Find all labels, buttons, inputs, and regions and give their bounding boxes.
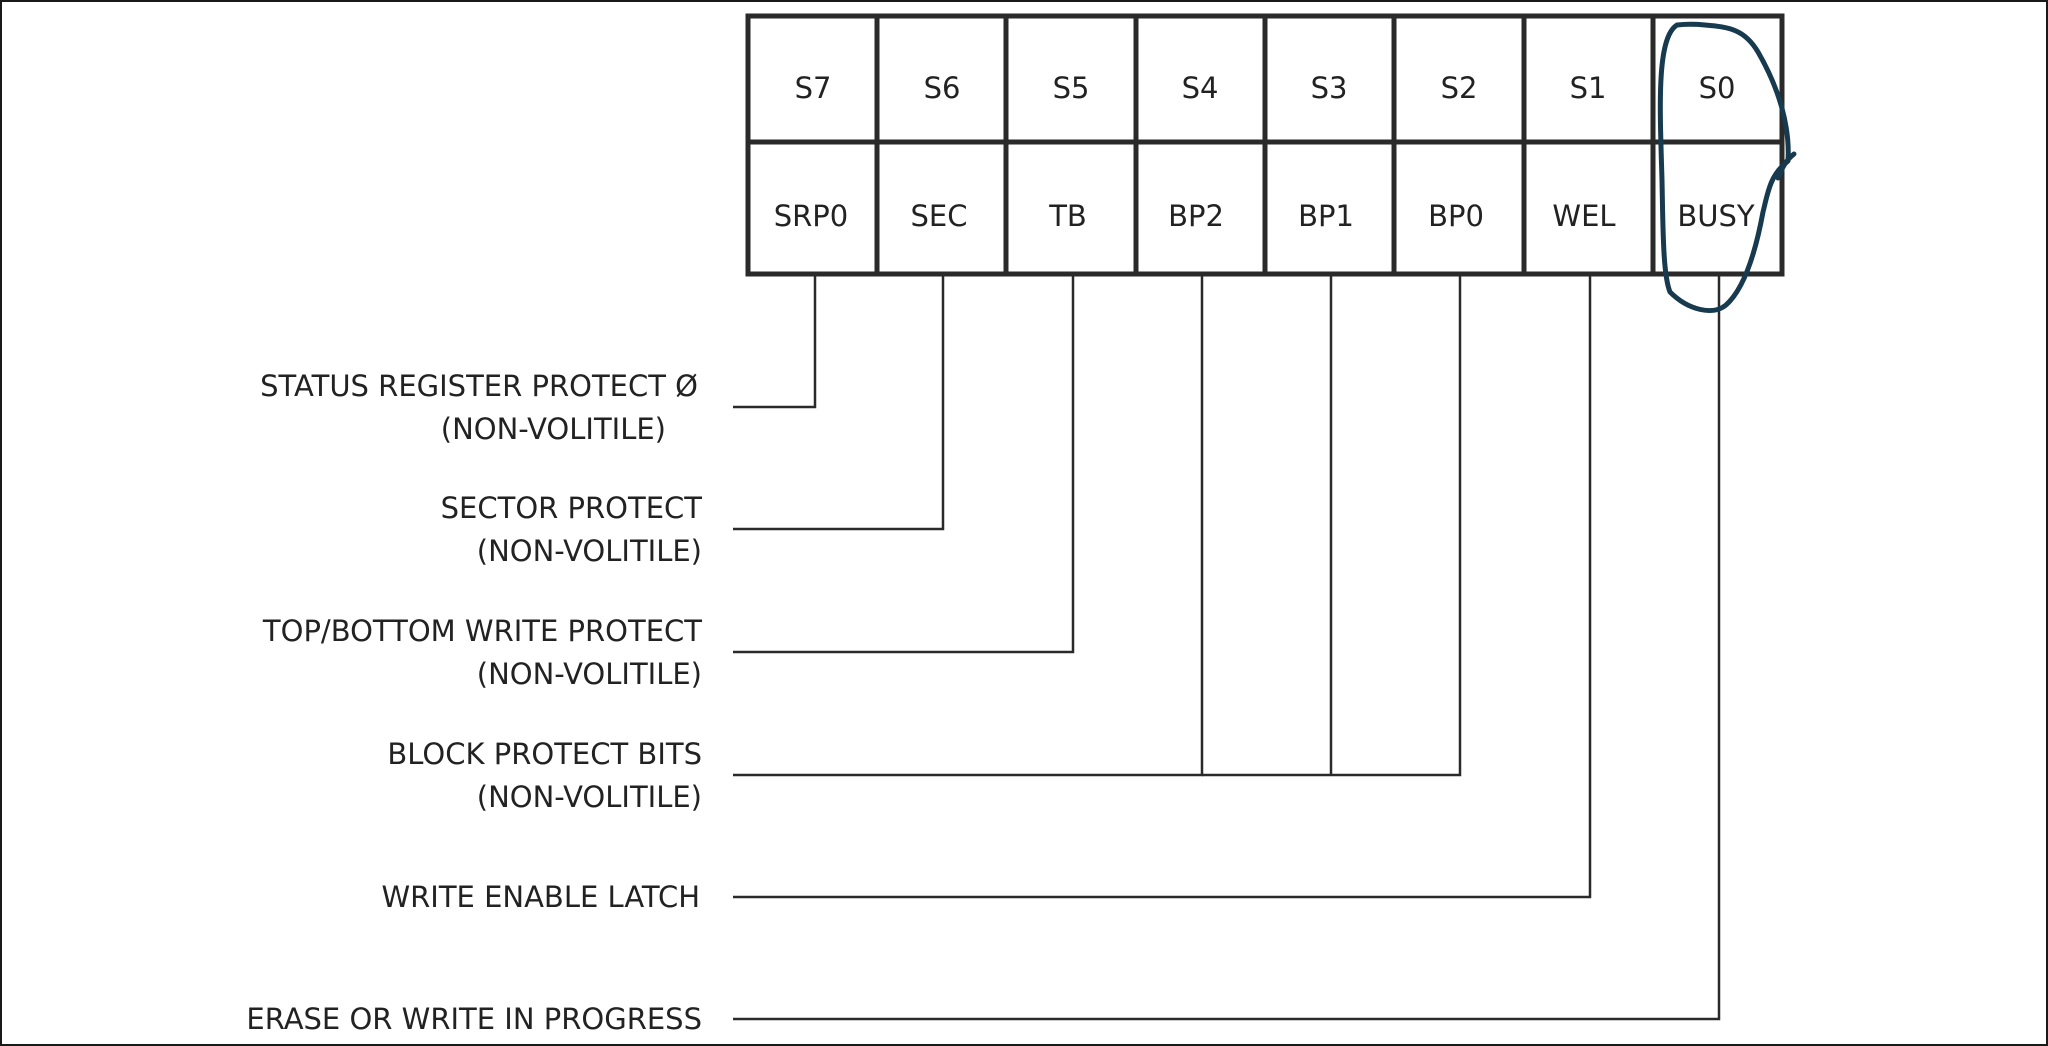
leader-tb (733, 274, 1075, 654)
desc-block-protect-bits: BLOCK PROTECT BITS (387, 737, 702, 771)
field-name-bp0: BP0 (1428, 199, 1484, 233)
leader-srp0 (733, 274, 817, 409)
field-name-bp2: BP2 (1168, 199, 1224, 233)
bit-name-row: S7 S6 S5 S4 S3 S2 S1 S0 (795, 71, 1736, 105)
desc-status-register-protect: STATUS REGISTER PROTECT Ø (260, 369, 698, 403)
leader-bp2 (733, 274, 1204, 777)
hand-drawn-circle-tail (1775, 151, 1797, 181)
bit-descriptions: STATUS REGISTER PROTECT Ø (NON-VOLITILE)… (246, 369, 702, 1036)
bit-name-s6: S6 (924, 71, 961, 105)
desc-erase-write-in-progress: ERASE OR WRITE IN PROGRESS (246, 1002, 702, 1036)
bit-name-s7: S7 (795, 71, 832, 105)
desc-status-register-protect-note: (NON-VOLITILE) (441, 412, 666, 446)
desc-block-protect-bits-note: (NON-VOLITILE) (477, 780, 702, 814)
bit-name-s3: S3 (1311, 71, 1348, 105)
bit-name-s4: S4 (1182, 71, 1219, 105)
hand-drawn-circle-annotation (1657, 21, 1791, 314)
field-name-busy: BUSY (1677, 199, 1755, 233)
bit-name-s1: S1 (1570, 71, 1607, 105)
field-name-wel: WEL (1552, 199, 1615, 233)
field-name-row: SRP0 SEC TB BP2 BP1 BP0 WEL BUSY (774, 199, 1755, 233)
desc-sector-protect-note: (NON-VOLITILE) (477, 534, 702, 568)
leader-busy (733, 274, 1721, 1021)
desc-sector-protect: SECTOR PROTECT (441, 491, 703, 525)
leader-lines (733, 274, 1721, 1021)
desc-write-enable-latch: WRITE ENABLE LATCH (381, 880, 700, 914)
desc-top-bottom-protect-note: (NON-VOLITILE) (477, 657, 702, 691)
bit-name-s5: S5 (1053, 71, 1090, 105)
register-table (745, 13, 1785, 277)
field-name-tb: TB (1048, 199, 1087, 233)
leader-bp0 (1202, 274, 1462, 777)
field-name-srp0: SRP0 (774, 199, 849, 233)
field-name-bp1: BP1 (1298, 199, 1354, 233)
leader-wel (733, 274, 1592, 899)
desc-top-bottom-protect: TOP/BOTTOM WRITE PROTECT (262, 614, 702, 648)
leader-sec (733, 274, 945, 531)
bit-name-s2: S2 (1441, 71, 1478, 105)
field-name-sec: SEC (911, 199, 968, 233)
bit-name-s0: S0 (1699, 71, 1736, 105)
